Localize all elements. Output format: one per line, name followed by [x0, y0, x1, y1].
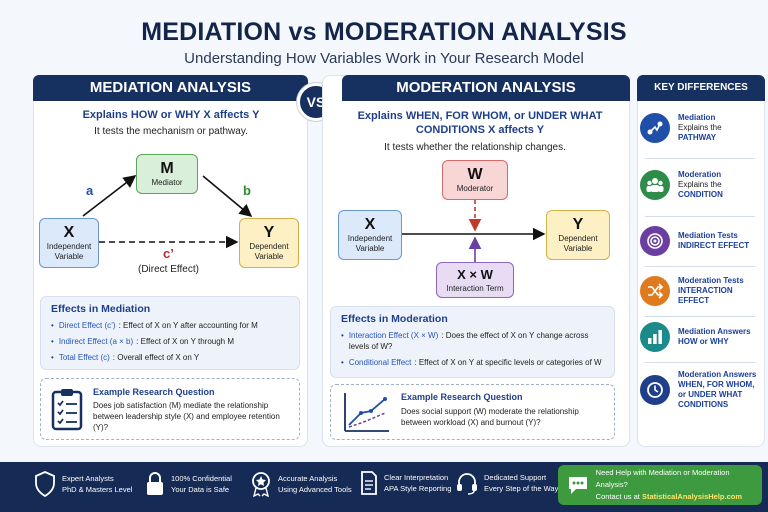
moderation-effects-box: Effects in Moderation •Interaction Effec…: [330, 306, 615, 378]
direct-effect-label: (Direct Effect): [138, 264, 199, 275]
shield-icon: [35, 471, 55, 497]
group-icon: [640, 170, 670, 200]
clipboard-icon: [51, 389, 83, 431]
moderation-example-text: Does social support (W) moderate the rel…: [401, 407, 579, 427]
mediation-effects-box: Effects in Mediation •Direct Effect (c’)…: [40, 296, 300, 370]
website-link[interactable]: StatisticalAnalysisHelp.com: [641, 492, 743, 501]
moderation-example-box: Example Research Question Does social su…: [330, 384, 615, 440]
mod-dependent-node: Y Dependent Variable: [546, 210, 610, 260]
mediation-example-title: Example Research Question: [93, 387, 215, 397]
path-c-label: c’: [163, 246, 174, 261]
mediation-question: Explains HOW or WHY X affects Y: [82, 109, 260, 121]
award-icon: [252, 472, 270, 497]
effect-item: •Interaction Effect (X × W): Does the ef…: [341, 331, 589, 351]
mediator-node: M Mediator: [136, 154, 198, 194]
moderation-diagram-arrows: [402, 200, 546, 262]
headset-icon: [457, 473, 477, 495]
mediation-effects-title: Effects in Mediation: [51, 303, 151, 315]
effect-item: •Indirect Effect (a × b): Effect of X on…: [51, 337, 234, 346]
target-icon: [640, 226, 670, 256]
divider: [645, 362, 755, 363]
line-chart-icon: [344, 393, 389, 432]
mediation-example-box: Example Research Question Does job satis…: [40, 378, 300, 440]
path-a-label: a: [86, 183, 94, 198]
mediation-diagram-arrows: [82, 175, 253, 249]
moderator-node: W Moderator: [442, 160, 508, 200]
document-icon: [361, 471, 377, 495]
mod-independent-node: X Independent Variable: [338, 210, 402, 260]
cta-title: Need Help with Mediation or Moderation A…: [595, 468, 730, 489]
interaction-node: X × W Interaction Term: [436, 262, 514, 298]
mediation-header: MEDIATION ANALYSIS: [33, 75, 308, 101]
lock-icon: [147, 472, 163, 495]
mediation-example-text: Does job satisfaction (M) mediate the re…: [93, 401, 280, 432]
moderation-example-title: Example Research Question: [401, 392, 523, 402]
shuffle-icon: [640, 276, 670, 306]
divider: [645, 266, 755, 267]
path-b-arrow: [202, 175, 253, 218]
effect-item: •Direct Effect (c’): Effect of X on Y af…: [51, 321, 258, 330]
effect-item: •Conditional Effect: Effect of X on Y at…: [341, 358, 602, 367]
page-title: MEDIATION vs MODERATION ANALYSIS: [141, 18, 627, 46]
divider: [645, 316, 755, 317]
independent-node: X Independent Variable: [39, 218, 99, 268]
chat-icon: [569, 477, 587, 494]
pathway-icon: [640, 113, 670, 143]
moderation-subtext: It tests whether the relationship change…: [384, 142, 566, 153]
clock-icon: [640, 375, 670, 405]
moderation-question: Explains WHEN, FOR WHOM, or UNDER WHAT C…: [357, 110, 603, 136]
moderation-effects-title: Effects in Moderation: [341, 313, 448, 325]
page-subtitle: Understanding How Variables Work in Your…: [184, 50, 584, 67]
divider: [645, 216, 755, 217]
divider: [645, 158, 755, 159]
path-b-label: b: [243, 183, 251, 198]
contact-cta[interactable]: Need Help with Mediation or Moderation A…: [558, 465, 762, 505]
bar-chart-icon: [640, 322, 670, 352]
key-differences-header: KEY DIFFERENCES: [637, 75, 765, 101]
effect-item: •Total Effect (c): Overall effect of X o…: [51, 353, 200, 362]
mediation-subtext: It tests the mechanism or pathway.: [94, 126, 248, 137]
dependent-node: Y Dependent Variable: [239, 218, 299, 268]
moderation-header: MODERATION ANALYSIS: [342, 75, 630, 101]
path-a-arrow: [82, 175, 137, 217]
